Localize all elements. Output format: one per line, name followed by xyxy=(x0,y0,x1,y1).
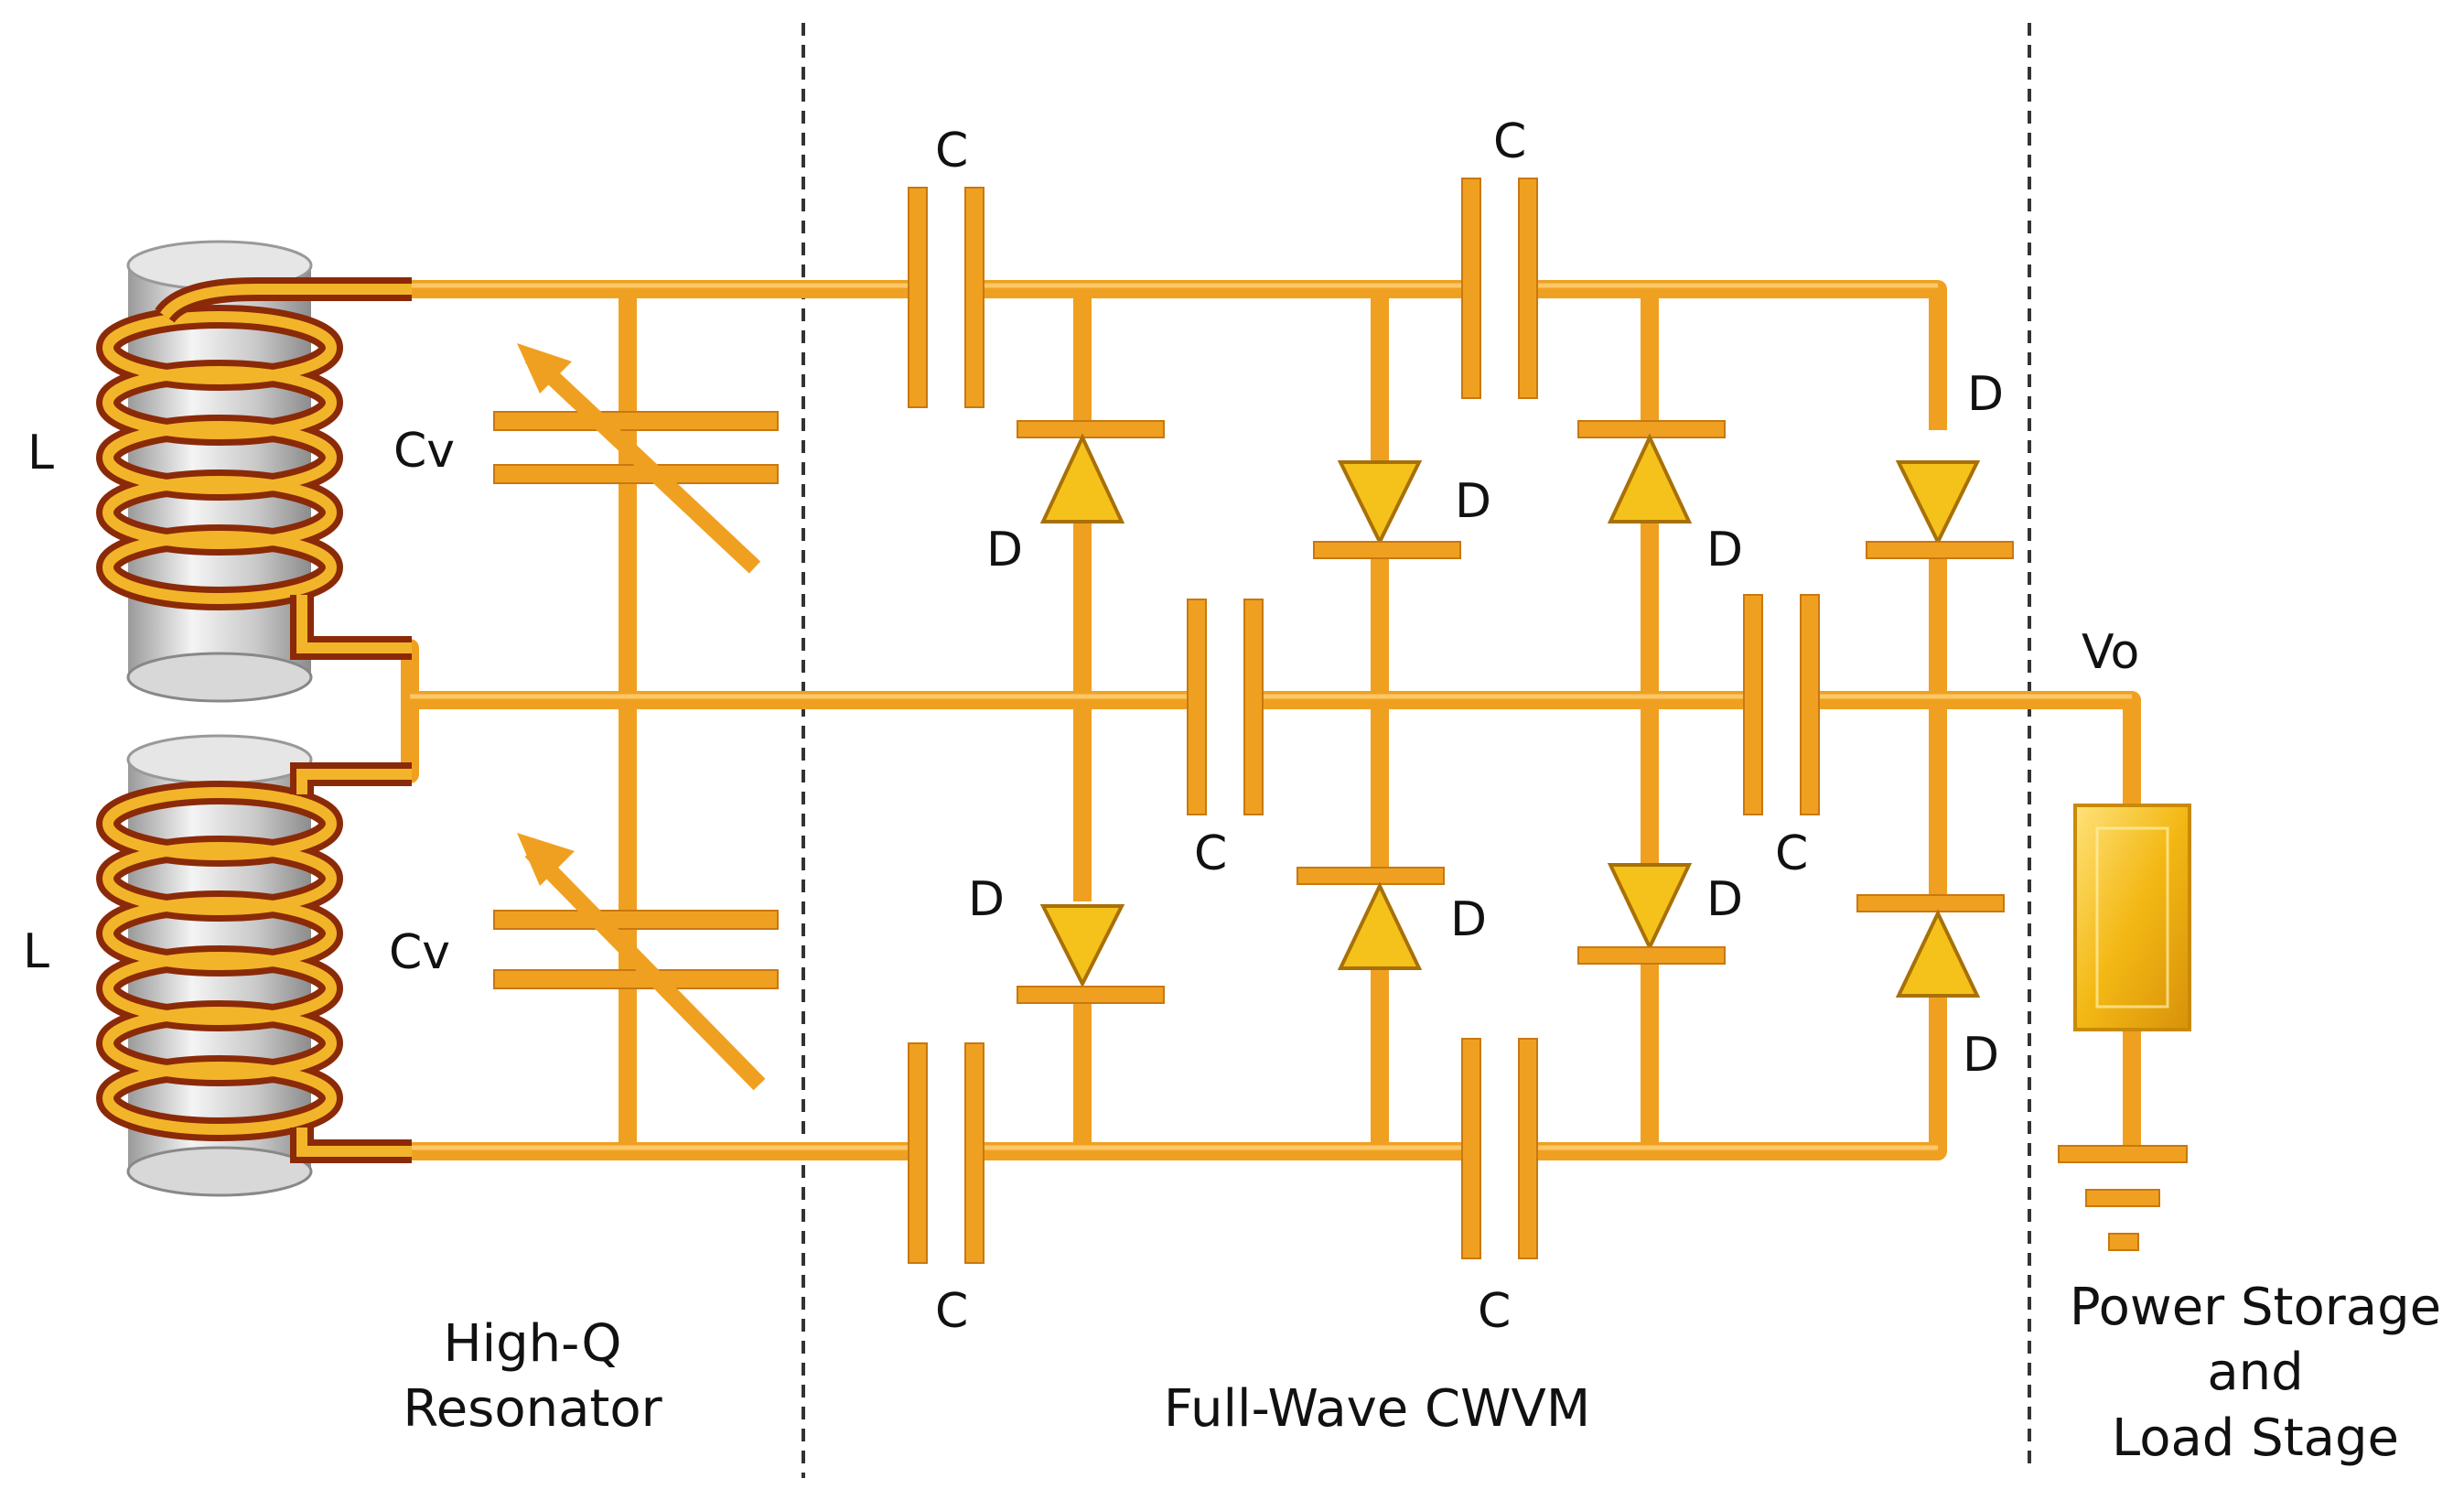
capacitor-top-1 xyxy=(908,187,985,408)
label-c-bot-2: C xyxy=(1478,1284,1511,1339)
label-d-bot-3: D xyxy=(1706,872,1743,927)
capacitor-bot-2 xyxy=(1461,1038,1538,1259)
stage-cwvm-title: Full-Wave CWVM xyxy=(1164,1379,1590,1439)
stage-load-title-1: Power Storage xyxy=(2070,1278,2441,1337)
inductor-top xyxy=(96,240,412,703)
load-resistor xyxy=(2073,804,2191,1031)
diode-top-2 xyxy=(1313,460,1461,559)
capacitor-mid-2 xyxy=(1743,594,1820,815)
label-inductor-top: L xyxy=(27,426,54,480)
ground-symbol xyxy=(2058,1145,2188,1251)
diode-top-1 xyxy=(1017,420,1165,523)
variable-capacitor-bottom xyxy=(493,833,779,1091)
label-c-mid-2: C xyxy=(1775,826,1808,881)
label-d-top-3: D xyxy=(1706,523,1743,577)
label-d-bot-2: D xyxy=(1450,892,1487,947)
capacitor-top-2 xyxy=(1461,178,1538,399)
inductor-bottom xyxy=(96,734,412,1197)
wiring-highlight xyxy=(403,283,2132,1150)
diode-top-3 xyxy=(1577,420,1726,523)
capacitor-bot-1 xyxy=(908,1042,985,1264)
label-cv-top: Cv xyxy=(393,424,455,479)
label-d-top-4: D xyxy=(1967,367,2004,422)
stage-resonator-subtitle: Resonator xyxy=(403,1379,662,1439)
stage-load-title-3: Load Stage xyxy=(2112,1408,2399,1468)
capacitor-mid-1 xyxy=(1187,599,1264,815)
label-inductor-bottom: L xyxy=(23,924,49,979)
label-vo: Vo xyxy=(2082,625,2139,680)
stage-load-title-2: and xyxy=(2207,1343,2303,1402)
label-cv-bottom: Cv xyxy=(389,925,450,980)
variable-capacitor-top xyxy=(493,343,779,574)
label-d-bot-4: D xyxy=(1963,1028,1999,1083)
diode-bot-3 xyxy=(1577,863,1726,965)
diode-bot-2 xyxy=(1297,867,1445,970)
diode-bot-1 xyxy=(1017,904,1165,1004)
label-c-mid-1: C xyxy=(1194,826,1227,881)
stage-resonator-title: High-Q xyxy=(443,1314,621,1374)
diode-top-4 xyxy=(1866,460,2014,559)
diode-bot-4 xyxy=(1856,894,2005,998)
label-d-bot-1: D xyxy=(968,872,1005,927)
label-c-top-2: C xyxy=(1493,114,1526,169)
wiring xyxy=(320,280,2141,1160)
label-d-top-2: D xyxy=(1455,474,1491,529)
label-c-top-1: C xyxy=(935,124,968,178)
label-c-bot-1: C xyxy=(935,1284,968,1339)
label-d-top-1: D xyxy=(986,523,1023,577)
